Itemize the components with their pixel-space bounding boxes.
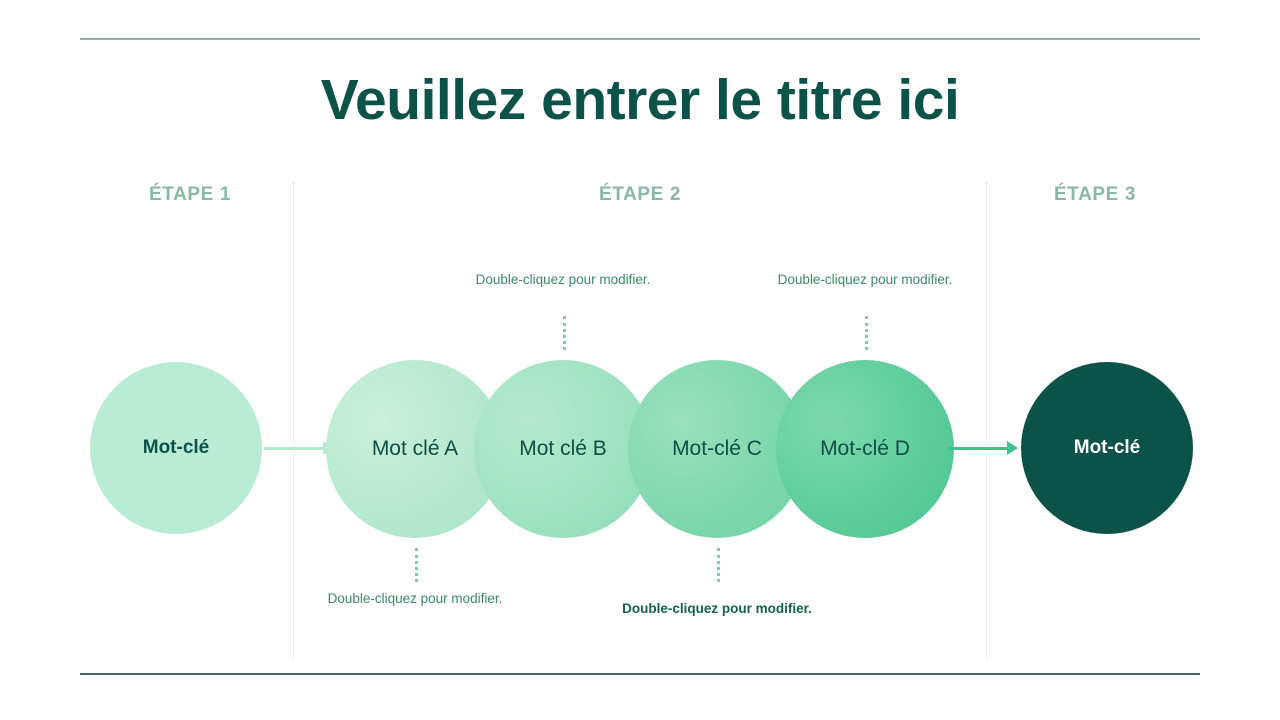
arrow-head xyxy=(1007,441,1018,455)
annotation-bottom-a[interactable]: Double-cliquez pour modifier. xyxy=(327,591,503,606)
keyword-circle-a[interactable]: Mot clé A xyxy=(326,360,504,538)
leader-line-c xyxy=(717,548,720,582)
top-rule xyxy=(80,38,1200,40)
leader-line-b xyxy=(563,316,566,350)
arrow-group-to-end-icon xyxy=(948,440,1018,456)
end-keyword-label: Mot-clé xyxy=(1073,437,1141,458)
leader-line-d xyxy=(865,316,868,350)
annotation-top-d[interactable]: Double-cliquez pour modifier. xyxy=(777,272,953,287)
page-title[interactable]: Veuillez entrer le titre ici xyxy=(320,68,960,132)
leader-line-a xyxy=(415,548,418,582)
step-label-3[interactable]: ÉTAPE 3 xyxy=(1054,184,1136,205)
arrow-shaft xyxy=(264,446,323,450)
annotation-bottom-c[interactable]: Double-cliquez pour modifier. xyxy=(622,601,812,616)
step-divider-1 xyxy=(293,182,294,660)
start-keyword-circle[interactable]: Mot-clé xyxy=(90,362,262,534)
arrow-shaft xyxy=(948,446,1007,450)
keyword-circle-a-label: Mot clé A xyxy=(371,437,459,460)
annotation-top-b[interactable]: Double-cliquez pour modifier. xyxy=(475,272,651,287)
step-label-1[interactable]: ÉTAPE 1 xyxy=(149,184,231,205)
keyword-circle-c-label: Mot-clé C xyxy=(672,437,762,460)
step-divider-2 xyxy=(986,182,987,660)
keyword-circle-d[interactable]: Mot-clé D xyxy=(776,360,954,538)
end-keyword-circle[interactable]: Mot-clé xyxy=(1021,362,1193,534)
arrow-start-to-group-icon xyxy=(264,440,334,456)
keyword-circle-d-label: Mot-clé D xyxy=(820,437,910,460)
keyword-circle-b[interactable]: Mot clé B xyxy=(474,360,652,538)
bottom-rule xyxy=(80,673,1200,675)
step-label-2[interactable]: ÉTAPE 2 xyxy=(599,184,681,205)
start-keyword-label: Mot-clé xyxy=(142,437,210,458)
keyword-circle-b-label: Mot clé B xyxy=(519,437,607,460)
